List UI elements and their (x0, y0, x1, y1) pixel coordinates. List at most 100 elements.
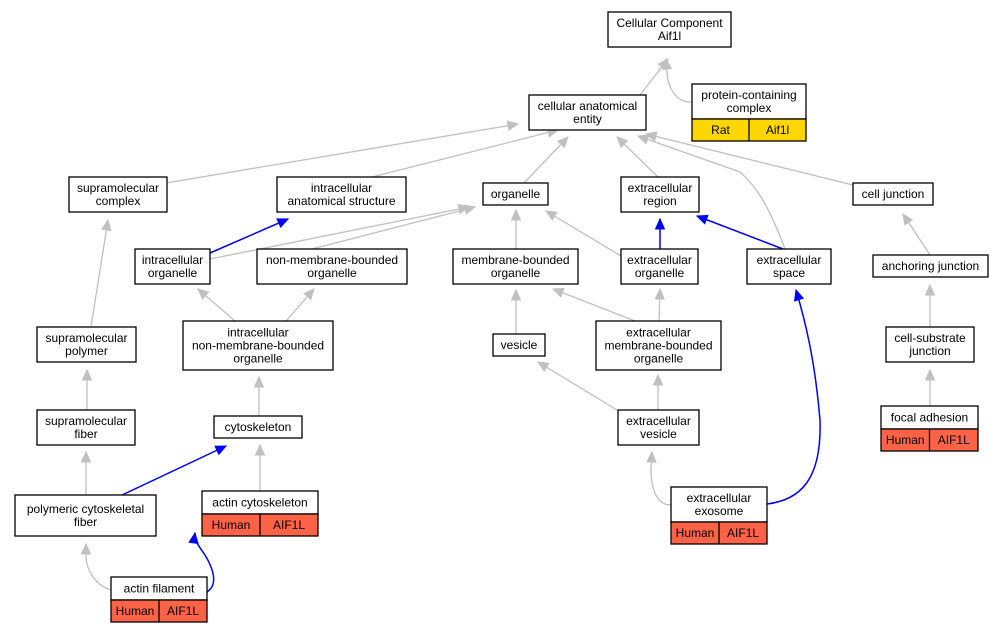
arrowhead (661, 57, 673, 70)
term-box (452, 248, 579, 285)
term-box (607, 11, 732, 48)
species-label: Rat (711, 123, 730, 137)
edge-gray (645, 133, 854, 186)
term-node-anchjunc[interactable]: anchoring junction (872, 254, 989, 278)
arrowhead (644, 131, 658, 142)
arrowhead (506, 120, 520, 131)
arrowhead (695, 214, 709, 225)
arrowhead (536, 361, 550, 372)
term-label: cell-substrate (894, 331, 966, 345)
term-box (256, 248, 408, 285)
arrowhead (214, 445, 228, 456)
edge-gray (371, 129, 559, 178)
edge-gray (537, 361, 618, 411)
term-label: organelle (233, 352, 283, 366)
term-node-vesicle[interactable]: vesicle (492, 333, 546, 357)
term-label: region (643, 194, 676, 208)
term-label: membrane-bounded (461, 253, 569, 267)
term-label: non-membrane-bounded (266, 253, 398, 267)
edge-gray (209, 206, 470, 260)
term-label: extracellular (626, 326, 691, 340)
term-label: organelle (148, 266, 198, 280)
term-label: space (773, 266, 805, 280)
arrowhead (902, 212, 914, 226)
edge-gray (637, 135, 786, 250)
term-box (620, 248, 699, 285)
arrowhead (654, 287, 665, 300)
term-label: non-membrane-bounded (192, 339, 324, 353)
term-label: extracellular (687, 491, 752, 505)
term-node-celljunction[interactable]: cell junction (852, 182, 934, 206)
term-box (885, 326, 975, 363)
term-node-organelle[interactable]: organelle (482, 182, 549, 206)
term-label: vesicle (640, 427, 677, 441)
term-box (134, 248, 211, 285)
arrowhead (510, 288, 522, 301)
arrowhead (652, 373, 664, 386)
arrowhead (924, 368, 936, 381)
term-box (852, 182, 934, 206)
term-label: organelle (307, 266, 357, 280)
arrowhead (616, 136, 629, 149)
term-box (528, 94, 647, 131)
species-label: Human (886, 433, 925, 447)
arrowhead (556, 136, 569, 149)
term-node-inmbo[interactable]: intracellularnon-membrane-boundedorganel… (182, 320, 334, 371)
term-box (617, 409, 700, 446)
edge-gray (552, 288, 636, 322)
species-label: Human (212, 518, 251, 532)
arrowhead (793, 288, 805, 302)
term-label: supramolecular (77, 181, 159, 195)
arrowhead (551, 287, 565, 298)
arrowhead (81, 368, 93, 381)
term-box (872, 254, 989, 278)
term-label: anchoring junction (882, 259, 979, 273)
term-label: cellular anatomical (538, 99, 637, 113)
species-label: Human (116, 604, 155, 618)
term-box (482, 182, 549, 206)
term-box (36, 326, 137, 363)
edge-gray (545, 210, 622, 257)
arrowhead (654, 217, 666, 230)
term-label: extracellular (757, 253, 822, 267)
term-label: polymer (65, 344, 108, 358)
term-label: extracellular (627, 253, 692, 267)
arrowhead (463, 204, 477, 215)
arrowhead (303, 288, 315, 301)
term-box (182, 320, 334, 371)
arrowhead (188, 531, 199, 545)
edge-gray (85, 544, 112, 591)
gene-label: AIF1L (167, 604, 199, 618)
term-node-cytoskel[interactable]: cytoskeleton (213, 415, 303, 439)
term-box (276, 176, 407, 213)
edge-gray (650, 451, 672, 506)
term-label: supramolecular (45, 331, 127, 345)
edge-gray (523, 136, 569, 184)
arrowhead (101, 218, 112, 232)
term-label: complex (96, 194, 141, 208)
gene-label: AIF1L (938, 433, 970, 447)
arrowhead (636, 134, 650, 145)
